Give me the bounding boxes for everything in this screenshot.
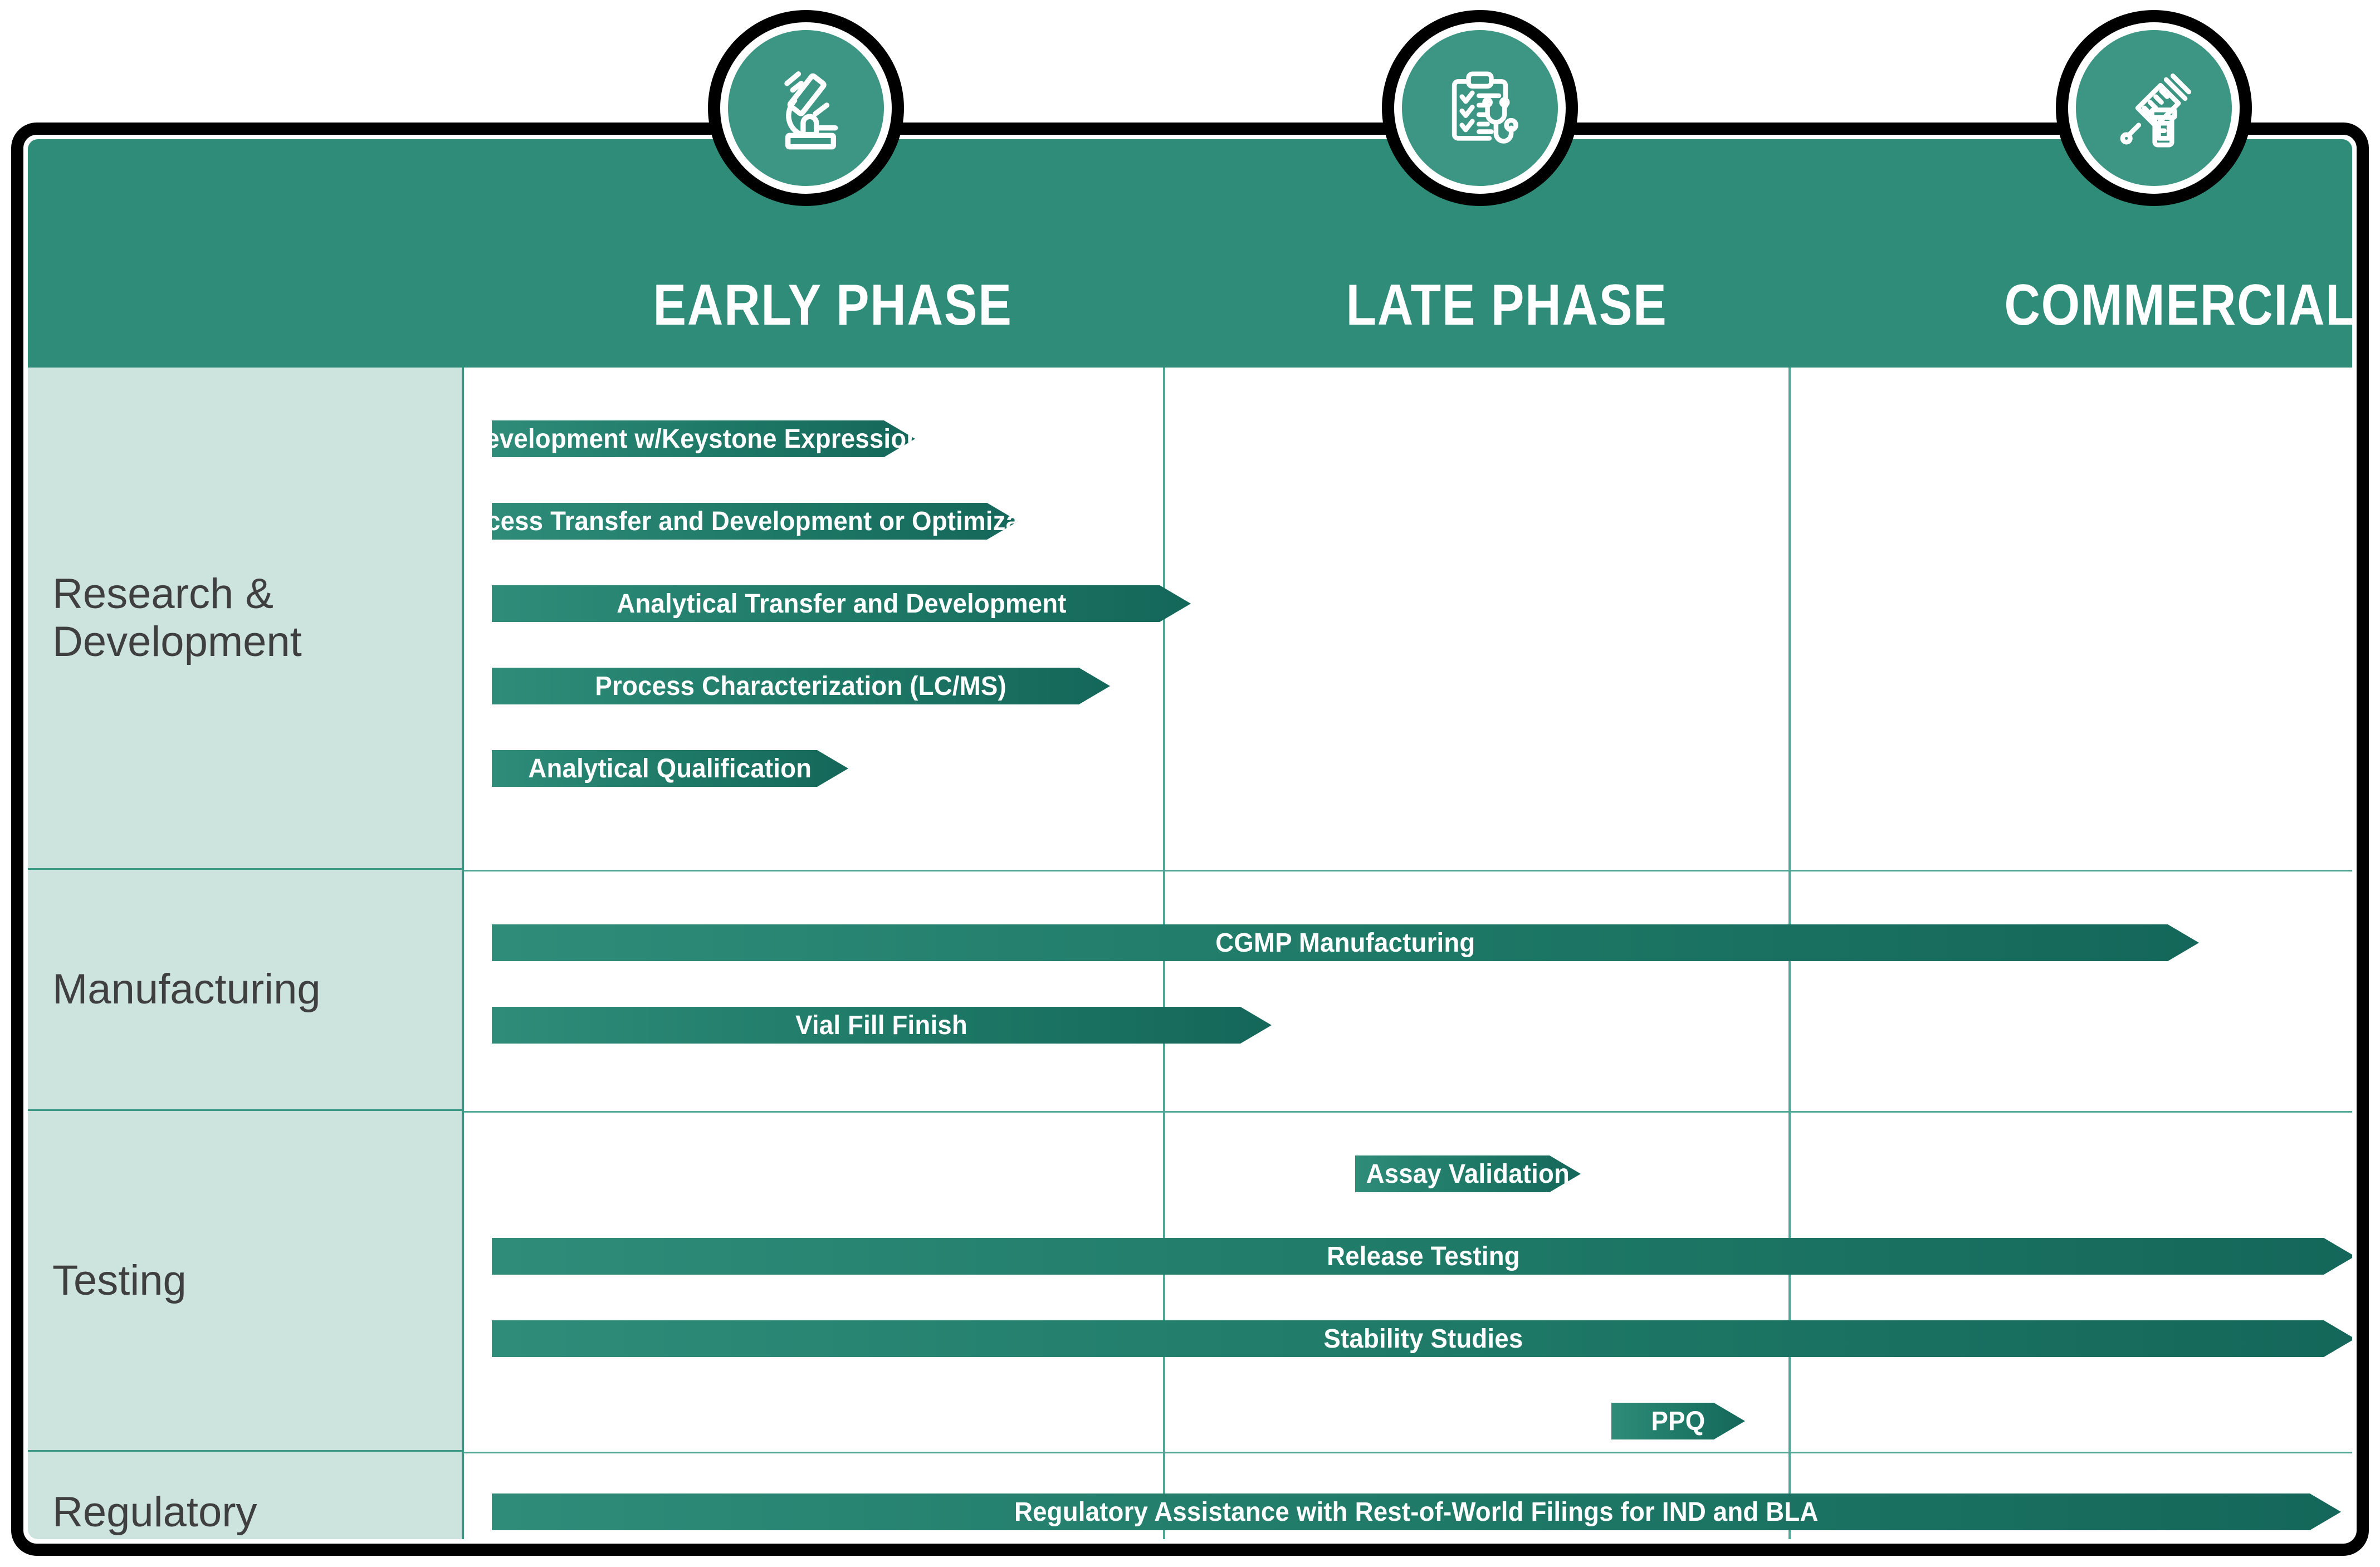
gantt-bar[interactable]: CGMP Manufacturing [492, 924, 2199, 961]
gantt-bar[interactable]: PPQ [1611, 1403, 1745, 1439]
phase-title-commercial: COMMERCIAL [2004, 273, 2357, 337]
gridline-row-testing-regulatory [464, 1452, 2352, 1453]
gantt-bar[interactable]: Analytical Qualification [492, 750, 848, 787]
gantt-bar[interactable]: Release Testing [492, 1238, 2355, 1275]
gridline-row-manufacturing-testing [464, 1111, 2352, 1113]
gantt-bar[interactable]: Assay Validation [1355, 1155, 1581, 1192]
phase-icon-bubble-commercial [2068, 22, 2240, 194]
phase-title-late-phase: LATE PHASE [1346, 273, 1668, 337]
row-label-manufacturing: Manufacturing [28, 870, 462, 1111]
row-label-research-development: Research & Development [28, 368, 462, 870]
gantt-bar[interactable]: Regulatory Assistance with Rest-of-World… [492, 1493, 2341, 1530]
gantt-bar[interactable]: Process Transfer and Development or Opti… [492, 503, 1018, 540]
phase-icon-bubble-late-phase [1394, 22, 1566, 194]
gantt-plot-area: Strain Development w/Keystone Expression… [464, 368, 2352, 1539]
gantt-bar[interactable]: Analytical Transfer and Development [492, 585, 1191, 622]
row-label-regulatory: Regulatory [52, 1488, 257, 1536]
row-label-testing: Testing [28, 1111, 462, 1452]
phase-icon-bubble-early-phase [720, 22, 892, 194]
category-label-column: Research & Development Manufacturing Tes… [28, 368, 464, 1539]
gantt-bar[interactable]: Stability Studies [492, 1320, 2355, 1357]
gantt-bar[interactable]: Process Characterization (LC/MS) [492, 668, 1110, 704]
microscope-icon [759, 61, 853, 155]
gantt-bar[interactable]: Vial Fill Finish [492, 1007, 1272, 1044]
gridline-row-rnd-manufacturing [464, 870, 2352, 871]
timeline-body: Research & Development Manufacturing Tes… [28, 368, 2352, 1539]
syringe-vial-icon [2107, 61, 2201, 155]
gantt-bar[interactable]: Strain Development w/Keystone Expression… [492, 420, 915, 457]
phase-title-early-phase: EARLY PHASE [653, 273, 1013, 337]
clipboard-stethoscope-icon [1433, 61, 1527, 155]
phase-header-band: EARLY PHASE LATE PHASE COMMERCIAL [28, 139, 2352, 368]
timeline-card: EARLY PHASE LATE PHASE COMMERCIAL Resear… [11, 123, 2369, 1556]
